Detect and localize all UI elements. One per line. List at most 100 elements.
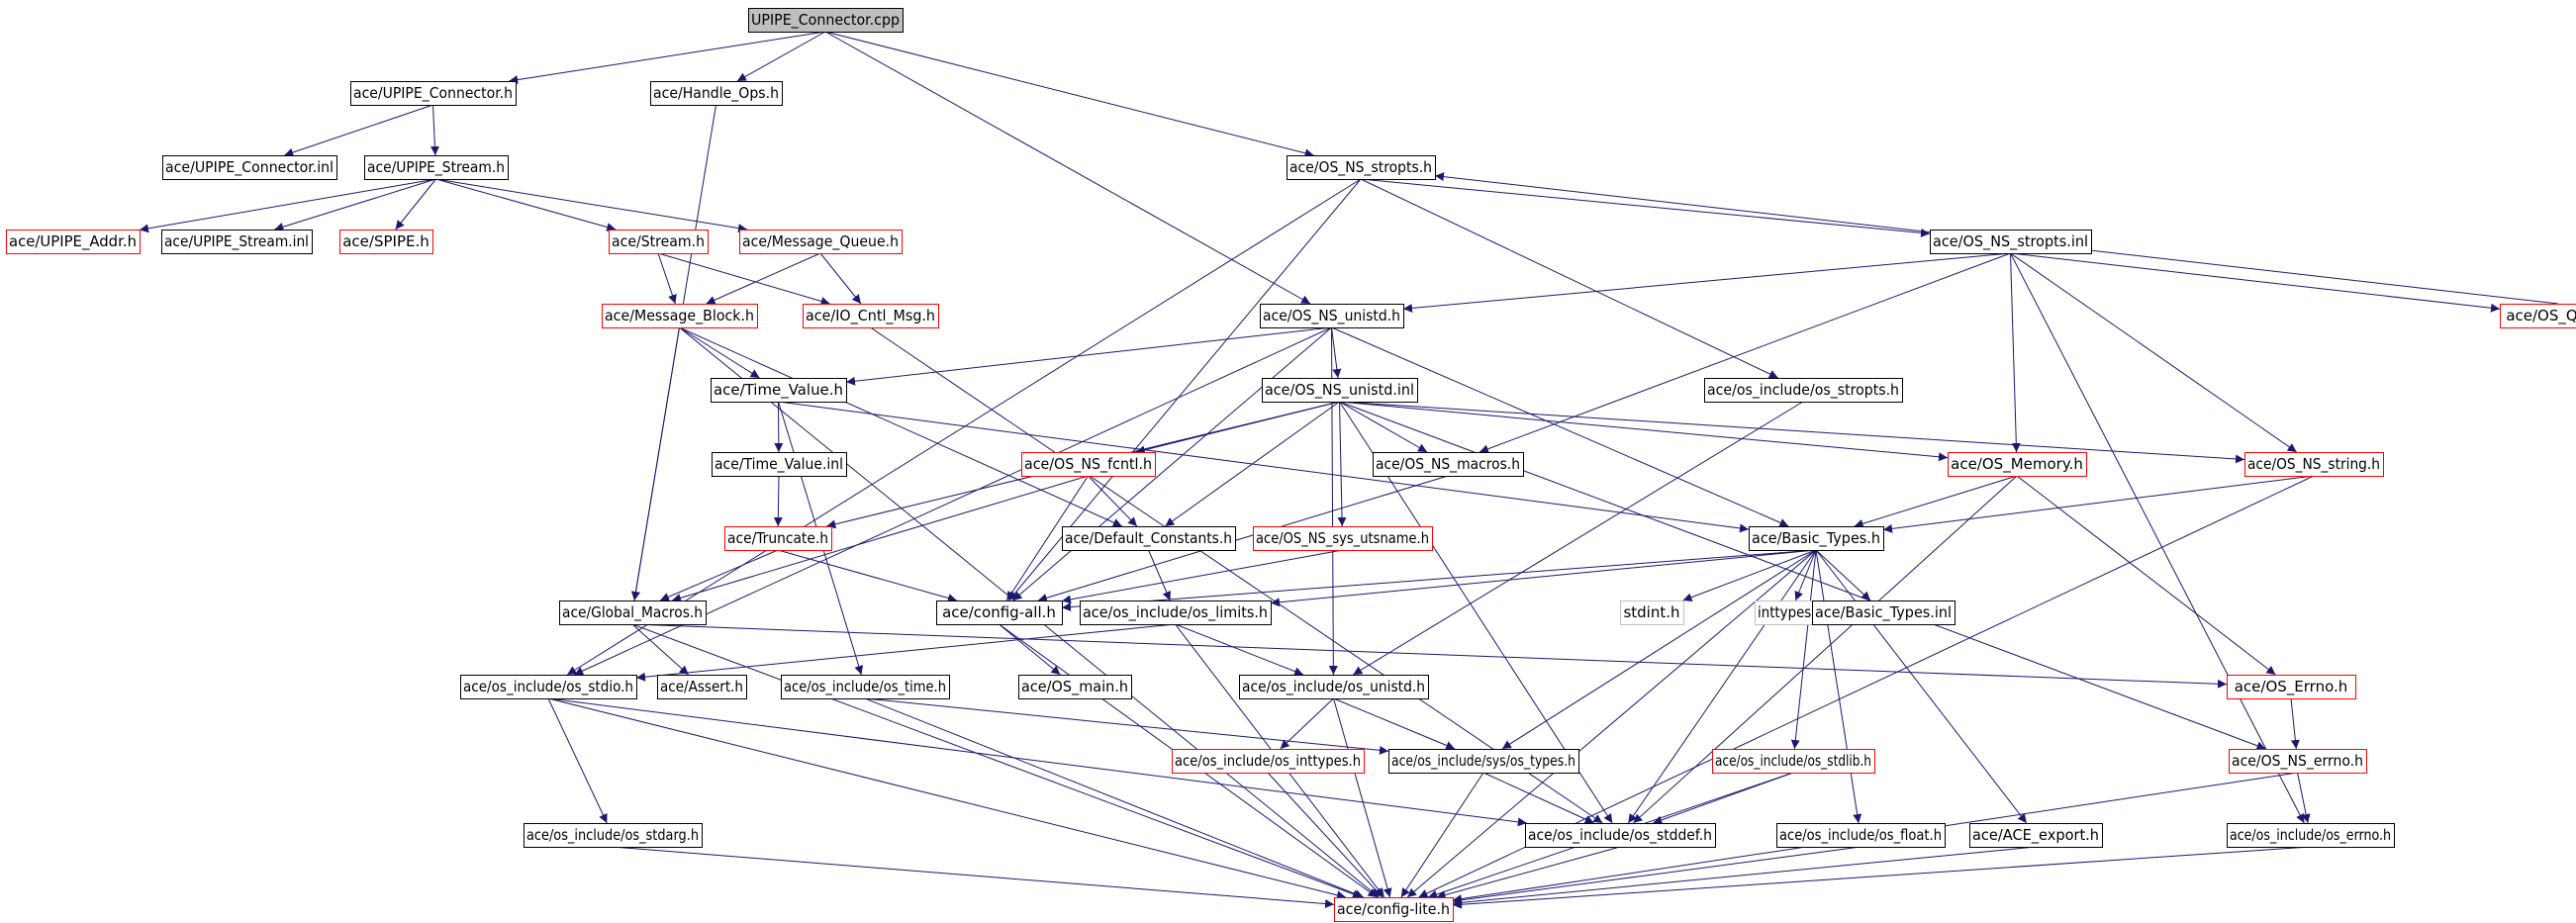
node-ace-upipe-stream-h[interactable]: ace/UPIPE_Stream.h	[364, 155, 509, 180]
node-ace-basic-types-h[interactable]: ace/Basic_Types.h	[1749, 526, 1884, 551]
edge-os_limits-to-os_stdio	[635, 623, 1176, 682]
edge-timevalue_inl-to-truncate	[773, 475, 783, 527]
node-ace-os-ns-sys-utsname-h[interactable]: ace/OS_NS_sys_utsname.h	[1253, 526, 1433, 551]
node-box	[711, 378, 847, 403]
edge-msgq-to-iocntl	[819, 252, 862, 305]
node-ace-os-include-os-stdlib-h[interactable]: ace/os_include/os_stdlib.h	[1712, 749, 1875, 774]
node-label: ace/Message_Block.h	[605, 307, 754, 325]
node-ace-assert-h[interactable]: ace/Assert.h	[657, 675, 747, 699]
node-label: ace/os_include/os_stdarg.h	[526, 826, 699, 845]
node-ace-os-include-os-limits-h[interactable]: ace/os_include/os_limits.h	[1080, 600, 1272, 625]
node-label: ace/UPIPE_Connector.h	[353, 84, 513, 103]
node-label: ace/OS_main.h	[1021, 678, 1128, 696]
edge-upc_h-to-upc_inl	[284, 104, 433, 157]
node-upipe-connector-cpp[interactable]: UPIPE_Connector.cpp	[748, 8, 904, 33]
node-ace-upipe-connector-inl[interactable]: ace/UPIPE_Connector.inl	[162, 155, 337, 180]
edge-fcntl-to-globalmacros	[671, 475, 1089, 602]
edge-iocntl-to-os_stddef	[870, 326, 1603, 824]
node-label: ace/OS_NS_string.h	[2247, 455, 2380, 474]
node-label: ace/os_include/os_stddef.h	[1528, 826, 1712, 845]
edge-ups_h-to-ups_inl	[274, 178, 436, 231]
edge-stropts_h-to-stropts_inl	[1360, 178, 1931, 237]
node-ace-time-value-inl[interactable]: ace/Time_Value.inl	[712, 452, 847, 477]
node-ace-os-include-os-stdio-h[interactable]: ace/os_include/os_stdio.h	[460, 675, 637, 699]
node-ace-os-ns-unistd-inl[interactable]: ace/OS_NS_unistd.inl	[1262, 378, 1418, 403]
node-ace-os-include-os-stddef-h[interactable]: ace/os_include/os_stddef.h	[1525, 823, 1716, 848]
node-box	[712, 452, 847, 477]
edge-unistd_h-to-basictypes	[1331, 326, 1789, 527]
edge-unistd_h-to-unistd_inl	[1331, 326, 1342, 379]
node-ace-message-queue-h[interactable]: ace/Message_Queue.h	[739, 230, 903, 254]
node-ace-os-ns-errno-h[interactable]: ace/OS_NS_errno.h	[2229, 749, 2367, 774]
node-ace-os-main-h[interactable]: ace/OS_main.h	[1018, 675, 1132, 699]
node-label: ace/Truncate.h	[727, 529, 828, 547]
node-ace-os-qos-h[interactable]: ace/OS_QoS.h	[2500, 304, 2576, 328]
node-ace-os-include-os-inttypes-h[interactable]: ace/os_include/os_inttypes.h	[1172, 749, 1365, 774]
node-ace-ace-export-h[interactable]: ace/ACE_export.h	[1969, 823, 2103, 848]
edge-truncate-to-globalmacros	[659, 549, 779, 601]
node-box	[350, 81, 517, 106]
node-label: ace/Basic_Types.h	[1752, 529, 1880, 548]
node-ace-truncate-h[interactable]: ace/Truncate.h	[724, 526, 832, 551]
edge-basictypes-to-os_limits	[1270, 549, 1817, 607]
node-label: ace/OS_NS_sys_utsname.h	[1256, 529, 1429, 548]
node-ace-os-ns-stropts-h[interactable]: ace/OS_NS_stropts.h	[1287, 155, 1436, 180]
node-box	[1776, 823, 1946, 848]
node-ace-os-ns-stropts-inl[interactable]: ace/OS_NS_stropts.inl	[1930, 230, 2092, 254]
edge-stropts_inl-to-ns_string	[2010, 252, 2297, 453]
node-ace-os-ns-fcntl-h[interactable]: ace/OS_NS_fcntl.h	[1021, 452, 1156, 477]
node-ace-global-macros-h[interactable]: ace/Global_Macros.h	[559, 600, 707, 625]
edge-msgblock-to-timevalue	[679, 326, 760, 379]
node-label: ace/UPIPE_Stream.inl	[164, 232, 309, 251]
node-box	[1704, 378, 1903, 403]
node-label: ace/OS_NS_stropts.inl	[1933, 232, 2088, 251]
node-ace-os-ns-macros-h[interactable]: ace/OS_NS_macros.h	[1373, 452, 1524, 477]
node-ace-upipe-addr-h[interactable]: ace/UPIPE_Addr.h	[6, 230, 141, 254]
node-ace-stream-h[interactable]: ace/Stream.h	[609, 230, 709, 254]
node-layer: UPIPE_Connector.cpp ace/UPIPE_Connector.h…	[6, 8, 2576, 922]
node-ace-os-include-os-errno-h[interactable]: ace/os_include/os_errno.h	[2227, 823, 2395, 848]
node-ace-os-ns-unistd-h[interactable]: ace/OS_NS_unistd.h	[1260, 304, 1404, 328]
edge-timevalue-to-basictypes	[778, 401, 1750, 533]
node-ace-os-include-os-stdarg-h[interactable]: ace/os_include/os_stdarg.h	[524, 823, 703, 848]
edge-stropts_inl-to-os_errno	[2010, 252, 2305, 824]
node-ace-os-include-os-float-h[interactable]: ace/os_include/os_float.h	[1776, 823, 1946, 848]
node-ace-handle-ops-h[interactable]: ace/Handle_Ops.h	[650, 81, 783, 106]
node-ace-config-lite-h[interactable]: ace/config-lite.h	[1334, 897, 1454, 922]
edge-os_stdio-to-configlite	[547, 697, 1347, 900]
node-ace-os-errno-h[interactable]: ace/OS_Errno.h	[2227, 675, 2356, 699]
node-ace-io-cntl-msg-h[interactable]: ace/IO_Cntl_Msg.h	[803, 304, 939, 328]
node-box	[1260, 304, 1404, 328]
node-box	[650, 81, 783, 106]
node-box	[2229, 749, 2367, 774]
node-box	[460, 675, 637, 699]
edge-basictypes-to-stdint	[1682, 549, 1817, 602]
node-ace-time-value-h[interactable]: ace/Time_Value.h	[711, 378, 847, 403]
node-ace-os-memory-h[interactable]: ace/OS_Memory.h	[1948, 452, 2087, 477]
node-label: ace/os_include/os_errno.h	[2230, 826, 2391, 845]
node-ace-os-include-os-stropts-h[interactable]: ace/os_include/os_stropts.h	[1704, 378, 1903, 403]
node-ace-message-block-h[interactable]: ace/Message_Block.h	[602, 304, 758, 328]
edge-msgq-to-msgblock	[706, 252, 821, 305]
node-label: ace/os_include/os_stdlib.h	[1715, 752, 1871, 771]
node-ace-os-ns-string-h[interactable]: ace/OS_NS_string.h	[2244, 452, 2384, 477]
node-ace-spipe-h[interactable]: ace/SPIPE.h	[339, 230, 433, 254]
node-label: ace/UPIPE_Stream.h	[367, 158, 505, 177]
node-stdint-h[interactable]: stdint.h	[1620, 600, 1684, 625]
node-label: ace/os_include/os_limits.h	[1083, 603, 1268, 622]
node-ace-default-constants-h[interactable]: ace/Default_Constants.h	[1062, 526, 1236, 551]
edge-stropts_inl-to-memory	[2010, 252, 2021, 453]
node-box	[1948, 452, 2087, 477]
node-ace-os-include-os-unistd-h[interactable]: ace/os_include/os_unistd.h	[1239, 675, 1429, 699]
node-ace-basic-types-inl[interactable]: ace/Basic_Types.inl	[1812, 600, 1956, 625]
node-ace-os-include-os-time-h[interactable]: ace/os_include/os_time.h	[781, 675, 950, 699]
edge-oserrno-to-ns_errno	[2290, 697, 2300, 750]
edge-basictypes-to-sys_types	[1501, 549, 1817, 750]
node-ace-upipe-connector-h[interactable]: ace/UPIPE_Connector.h	[350, 81, 517, 106]
node-label: ace/OS_Memory.h	[1951, 455, 2083, 474]
node-ace-os-include-sys-os-types-h[interactable]: ace/os_include/sys/os_types.h	[1388, 749, 1579, 774]
node-ace-config-all-h[interactable]: ace/config-all.h	[936, 600, 1063, 625]
node-ace-upipe-stream-inl[interactable]: ace/UPIPE_Stream.inl	[161, 230, 313, 254]
node-box	[1172, 749, 1365, 774]
